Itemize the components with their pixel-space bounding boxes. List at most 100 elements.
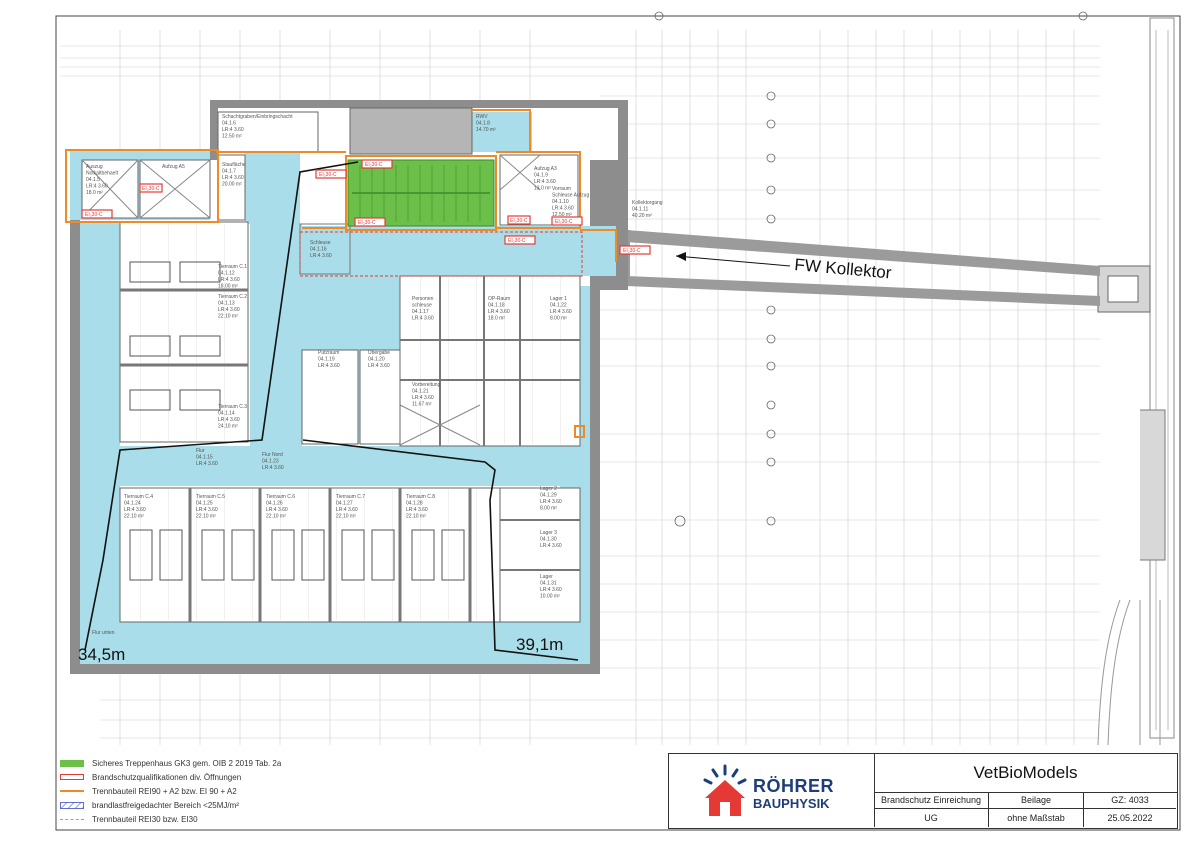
room-label: LR:4 3.60 [196, 461, 218, 467]
date-cell: 25.05.2022 [1107, 813, 1153, 823]
room-label: 04.1.24 [124, 501, 141, 507]
room-label: Schleuse [310, 240, 331, 246]
room-label: 18.0 m² [488, 316, 505, 322]
north-rooms [81, 107, 579, 275]
room-label: Notkaltbehaelt [86, 171, 119, 177]
svg-text:EI₂30-C: EI₂30-C [85, 212, 103, 218]
distance-right-label: 39,1m [516, 635, 563, 654]
room-label: Vorraum [552, 186, 571, 192]
gz-cell: GZ: 4033 [1084, 792, 1176, 809]
svg-text:EI₂30-C: EI₂30-C [510, 218, 528, 224]
room-label: Übergabe [368, 349, 390, 356]
room-label: 04.1.29 [540, 493, 557, 499]
sheet-border [55, 15, 1181, 831]
house-logo-icon [703, 764, 747, 816]
project-title: VetBioModels [874, 754, 1177, 793]
room-label: 04.1.5 [86, 177, 100, 183]
room-label: 22.10 m² [266, 514, 286, 520]
room-label: LR:4 3.60 [336, 507, 358, 513]
room-label: LR:4 3.60 [552, 206, 574, 212]
room-label: Tierraum C.1 [218, 264, 247, 270]
room-label: 04.1.14 [218, 411, 235, 417]
legend-item-rei90: Trennbauteil REI90 + A2 bzw. EI 90 + A2 [60, 784, 665, 798]
room-label: 22.10 m² [336, 514, 356, 520]
room-label: 14.70 m² [476, 127, 496, 133]
svg-text:EI₂30-C: EI₂30-C [365, 162, 383, 168]
room-label: LR:4 3.60 [488, 309, 510, 315]
room-label: 04.1.7 [222, 169, 236, 175]
company-name-line1: RÖHRER [753, 776, 835, 796]
room-label: Tierraum C.3 [218, 404, 247, 410]
room-label: LR:4 3.60 [550, 309, 572, 315]
secure-staircase [347, 159, 495, 227]
animal-rooms-lower [119, 487, 501, 623]
room-label: 10.00 m² [540, 594, 560, 600]
room-label: 04.1.30 [540, 537, 557, 543]
room-label: LR:4 3.60 [540, 499, 562, 505]
room-label: Vorbereitung [412, 382, 441, 388]
door-marker: EI₂30-C [507, 215, 531, 225]
room-label: 18.0 m² [86, 190, 103, 196]
room-label: 04.1.22 [550, 303, 567, 309]
room-label: 04.1.9 [534, 173, 548, 179]
door-marker: EI₂30-C [315, 169, 347, 179]
room-label: 13.0 m² [534, 186, 551, 192]
room-label: 04.1.10 [552, 199, 569, 205]
room-label: schleuse [412, 303, 432, 309]
room-label: LR:4 3.60 [262, 465, 284, 471]
room-label: 04.1.25 [196, 501, 213, 507]
room-label: LR:4 3.60 [218, 417, 240, 423]
right-building-outline [1097, 17, 1175, 746]
room-label: LR:4 3.60 [540, 587, 562, 593]
blue-hatch-icon [60, 801, 84, 809]
svg-text:EI₂30-C: EI₂30-C [623, 248, 641, 254]
room-label: 04.1.31 [540, 581, 557, 587]
legend-item-staircase: Sicheres Treppenhaus GK3 gem. OIB 2 2019… [60, 756, 665, 770]
room-label: 40.20 m² [632, 213, 652, 219]
room-label: 8.00 m² [540, 506, 557, 512]
room-label: 12.50 m² [222, 134, 242, 140]
door-marker: EI₂30-C [619, 245, 651, 255]
room-label: 22.10 m² [406, 514, 426, 520]
room-label: Aufzug A3 [534, 166, 557, 172]
door-marker: EI₂30-C [139, 183, 163, 193]
room-label: LR:4 3.60 [86, 184, 108, 190]
fire-door-markers: EI₂30-C EI₂30-C EI₂30-C EI₂30-C EI₂30-C … [81, 159, 651, 255]
attachment-cell: Beilage [989, 792, 1084, 809]
separation-rei90 [65, 109, 617, 438]
legend-label: brandlastfreigedachter Bereich <25MJ/m² [92, 800, 239, 810]
room-label: LR:4 3.60 [406, 507, 428, 513]
room-label: LR:4 3.60 [266, 507, 288, 513]
room-label: Auszug [86, 164, 103, 170]
legend-label: Brandschutzqualifikationen div. Öffnunge… [92, 772, 242, 782]
svg-text:EI₂30-C: EI₂30-C [142, 186, 160, 192]
room-label: RWV [476, 114, 488, 120]
room-label: 11.67 m² [412, 402, 432, 408]
room-label: Kollektorgang [632, 200, 663, 206]
room-label: 04.1.26 [266, 501, 283, 507]
svg-text:EI₂30-C: EI₂30-C [319, 172, 337, 178]
company-name-line2: BAUPHYSIK [753, 796, 830, 811]
room-label: LR:4 3.60 [218, 307, 240, 313]
doc-title-cell: Brandschutz Einreichung [874, 792, 989, 809]
legend: Sicheres Treppenhaus GK3 gem. OIB 2 2019… [60, 756, 665, 826]
orange-dashed-line-icon [60, 818, 84, 820]
fw-kollektor-arrow-line [675, 255, 791, 267]
legend-label: Trennbauteil REI90 + A2 bzw. EI 90 + A2 [92, 786, 237, 796]
level-cell: UG [874, 809, 989, 827]
room-label: Tierraum C.8 [406, 494, 435, 500]
room-label: Lager 3 [540, 530, 557, 536]
red-box-icon [60, 774, 84, 780]
room-label: LR:4 3.60 [310, 253, 332, 259]
room-label: 04.1.21 [412, 389, 429, 395]
legend-item-hatch: brandlastfreigedachter Bereich <25MJ/m² [60, 798, 665, 812]
room-label: Staufläche [222, 162, 246, 168]
legend-label: Sicheres Treppenhaus GK3 gem. OIB 2 2019… [92, 758, 282, 768]
room-label: LR:4 3.60 [196, 507, 218, 513]
central-service-rooms [301, 275, 581, 623]
room-label: Lager 2 [540, 486, 557, 492]
title-block: RÖHRER BAUPHYSIK VetBioModels Brandschut… [668, 753, 1178, 829]
room-label: 04.1.28 [406, 501, 423, 507]
room-label: 20.00 m² [222, 182, 242, 188]
